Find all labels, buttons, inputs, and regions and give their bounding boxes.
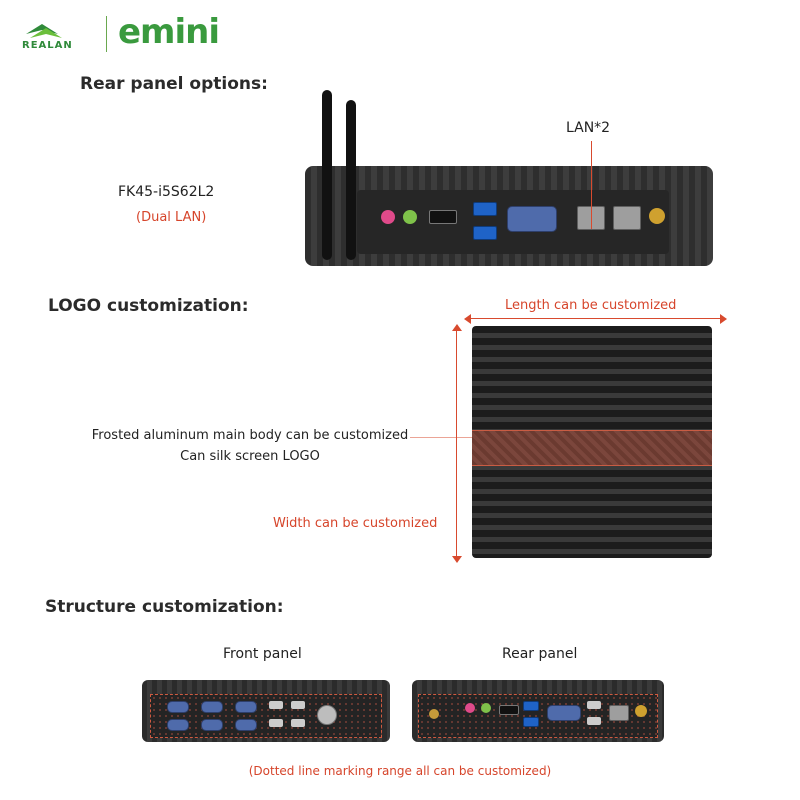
body-note-line2: Can silk screen LOGO <box>180 449 320 464</box>
logo-callout-line <box>410 437 472 438</box>
dc-power-jack-icon <box>649 208 665 224</box>
brand-name: emini <box>118 12 220 52</box>
rear-panel-options-title: Rear panel options: <box>80 74 268 94</box>
hdmi-port-icon <box>499 705 519 715</box>
audio-jack-icon <box>481 703 491 713</box>
usb-port-icon <box>587 701 601 709</box>
power-button-icon <box>317 705 337 725</box>
vga-port-icon <box>507 206 557 232</box>
front-panel-device-image <box>142 680 390 742</box>
logo-area <box>472 430 712 466</box>
com-port-icon <box>235 719 257 731</box>
usb-port-icon <box>473 226 497 240</box>
wifi-antenna-icon <box>346 100 356 260</box>
usb-port-icon <box>587 717 601 725</box>
wifi-antenna-icon <box>322 90 332 260</box>
realan-logo-icon <box>26 24 62 38</box>
body-note-line1: Frosted aluminum main body can be custom… <box>91 428 409 443</box>
lan-port-icon <box>613 206 641 230</box>
hdmi-port-icon <box>429 210 457 224</box>
usb-port-icon <box>269 701 283 709</box>
model-note: (Dual LAN) <box>136 210 207 225</box>
brand-separator <box>106 16 107 52</box>
lan-callout-line <box>591 141 592 229</box>
top-view-device-image <box>472 326 712 558</box>
mic-jack-icon <box>381 210 395 224</box>
rear-panel-device-image <box>412 680 664 742</box>
usb-port-icon <box>291 701 305 709</box>
arrow-down-icon <box>452 556 462 563</box>
model-name: FK45-i5S62L2 <box>118 184 215 200</box>
logo-customization-title: LOGO customization: <box>48 296 249 316</box>
rear-panel-face <box>418 694 658 738</box>
rear-panel-label: Rear panel <box>502 646 578 662</box>
com-port-icon <box>235 701 257 713</box>
com-port-icon <box>167 701 189 713</box>
lan-label: LAN*2 <box>566 120 611 136</box>
audio-jack-icon <box>403 210 417 224</box>
front-panel-label: Front panel <box>223 646 302 662</box>
mic-jack-icon <box>465 703 475 713</box>
rear-port-plate <box>357 190 669 254</box>
com-port-icon <box>201 701 223 713</box>
length-note: Length can be customized <box>505 298 677 313</box>
structure-footnote: (Dotted line marking range all can be cu… <box>248 764 552 778</box>
vga-port-icon <box>547 705 581 721</box>
length-dimension-line <box>470 318 720 319</box>
width-dimension-line <box>456 330 457 558</box>
width-note: Width can be customized <box>273 516 438 531</box>
arrow-left-icon <box>464 314 471 324</box>
arrow-right-icon <box>720 314 727 324</box>
com-port-icon <box>167 719 189 731</box>
arrow-up-icon <box>452 324 462 331</box>
usb-port-icon <box>523 717 539 727</box>
structure-customization-title: Structure customization: <box>45 597 284 617</box>
com-port-icon <box>201 719 223 731</box>
brand-subtitle: REALAN <box>22 40 73 51</box>
front-panel-face <box>150 694 382 738</box>
usb-port-icon <box>269 719 283 727</box>
usb-port-icon <box>473 202 497 216</box>
usb-port-icon <box>291 719 305 727</box>
lan-port-icon <box>609 705 629 721</box>
dc-power-jack-icon <box>635 705 647 717</box>
rear-device-image <box>305 166 713 266</box>
usb-port-icon <box>523 701 539 711</box>
antenna-connector-icon <box>429 709 439 719</box>
